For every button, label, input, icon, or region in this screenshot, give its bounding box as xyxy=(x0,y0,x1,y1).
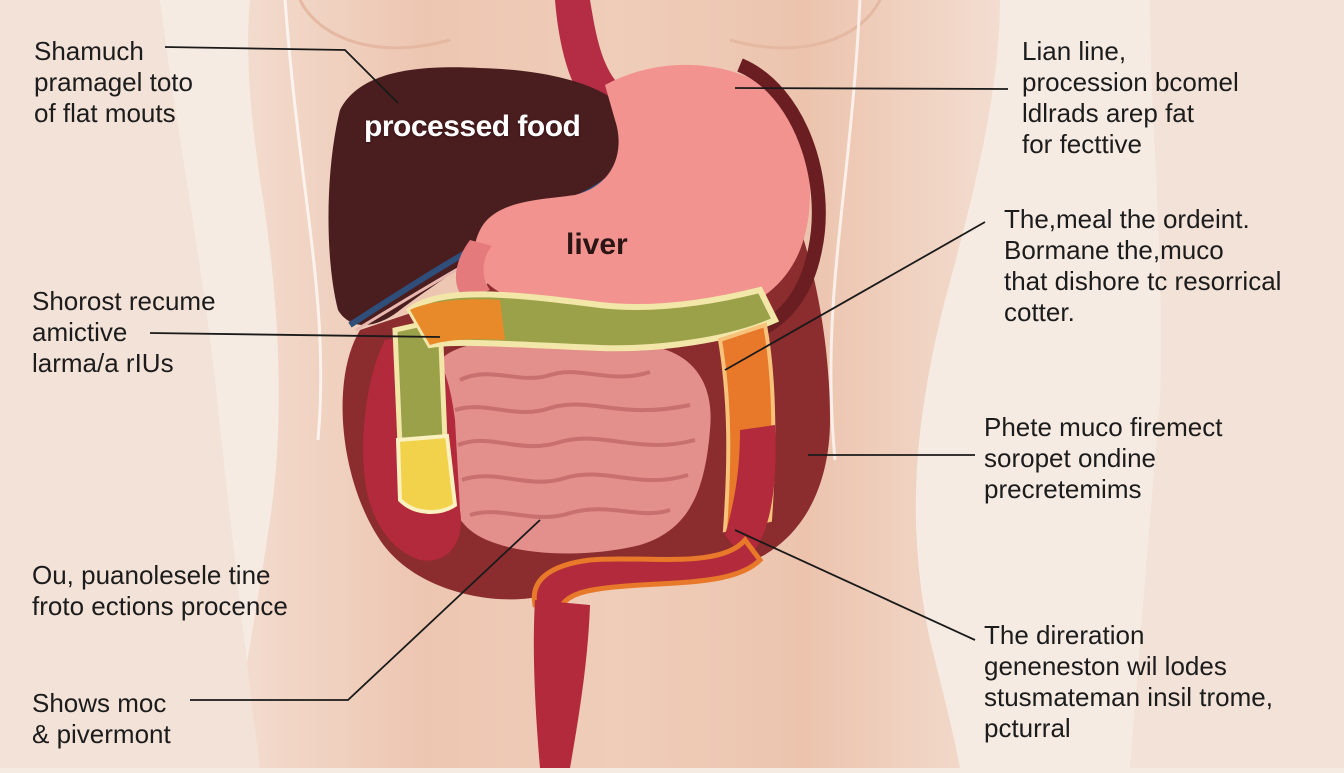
duodenum xyxy=(455,240,492,300)
transverse-colon-orange xyxy=(410,299,505,345)
callout-bottom-left: Shows moc & pivermont xyxy=(32,688,171,750)
callout-line: larma/a rIUs xyxy=(32,348,174,378)
callout-line: geneneston wil lodes xyxy=(984,651,1227,681)
callout-line: ldlrads arep fat xyxy=(1022,98,1194,128)
callout-lower-left: Ou, puanolesele tine froto ections proce… xyxy=(32,560,288,622)
callout-line: The,meal the ordeint. xyxy=(1004,204,1250,234)
callout-line: Bormane the,muco xyxy=(1004,235,1224,265)
callout-line: Shows moc xyxy=(32,688,167,718)
liver-organ xyxy=(328,67,632,325)
ascending-colon-yellow xyxy=(395,433,458,514)
callout-line: for fecttive xyxy=(1022,129,1142,159)
leader-lines xyxy=(149,46,1009,701)
callout-line: of flat mouts xyxy=(34,98,176,128)
callout-line: pramagel toto xyxy=(34,67,193,97)
callout-line: froto ections procence xyxy=(32,591,288,621)
callout-line: precretemims xyxy=(984,474,1142,504)
left-arm xyxy=(0,0,260,768)
callout-line: Phete muco firemect xyxy=(984,412,1223,442)
callout-line: Shorost recume xyxy=(32,286,216,316)
callout-top-right: Lian line, procession bcomel ldlrads are… xyxy=(1022,36,1239,160)
rectum xyxy=(533,600,590,768)
callout-line: & pivermont xyxy=(32,719,171,749)
intestine-loops xyxy=(454,370,696,519)
callout-line: The direration xyxy=(984,620,1145,650)
callout-mid-left: Shorost recume amictive larma/a rIUs xyxy=(32,286,216,379)
callout-line: amictive xyxy=(32,317,128,347)
right-arm xyxy=(1130,0,1344,768)
liver-label: liver xyxy=(566,228,628,261)
callout-line: that dishore tc resorrical xyxy=(1004,266,1282,296)
descending-colon-red xyxy=(725,425,776,560)
callout-line: procession bcomel xyxy=(1022,67,1239,97)
waist-line xyxy=(283,0,862,461)
processed-food-label: processed food xyxy=(364,110,581,143)
callout-line: Ou, puanolesele tine xyxy=(32,560,271,590)
callout-line: soropet ondine xyxy=(984,443,1157,473)
stomach-outer-rim xyxy=(737,58,826,337)
callout-line: stusmateman insil trome, xyxy=(984,682,1273,712)
callout-line: cotter. xyxy=(1004,297,1075,327)
callout-top-left: Shamuch pramagel toto of flat mouts xyxy=(34,36,193,129)
chest-outline xyxy=(298,0,882,50)
callout-bottom-right: The direration geneneston wil lodes stus… xyxy=(984,620,1273,744)
callout-line: pcturral xyxy=(984,713,1071,743)
small-intestine xyxy=(436,339,711,554)
callout-line: Lian line, xyxy=(1022,36,1127,66)
callout-line: Shamuch xyxy=(34,36,144,66)
callout-upper-right: The,meal the ordeint. Bormane the,muco t… xyxy=(1004,204,1281,328)
stomach-organ xyxy=(474,64,810,320)
callout-mid-right: Phete muco firemect soropet ondine precr… xyxy=(984,412,1222,505)
